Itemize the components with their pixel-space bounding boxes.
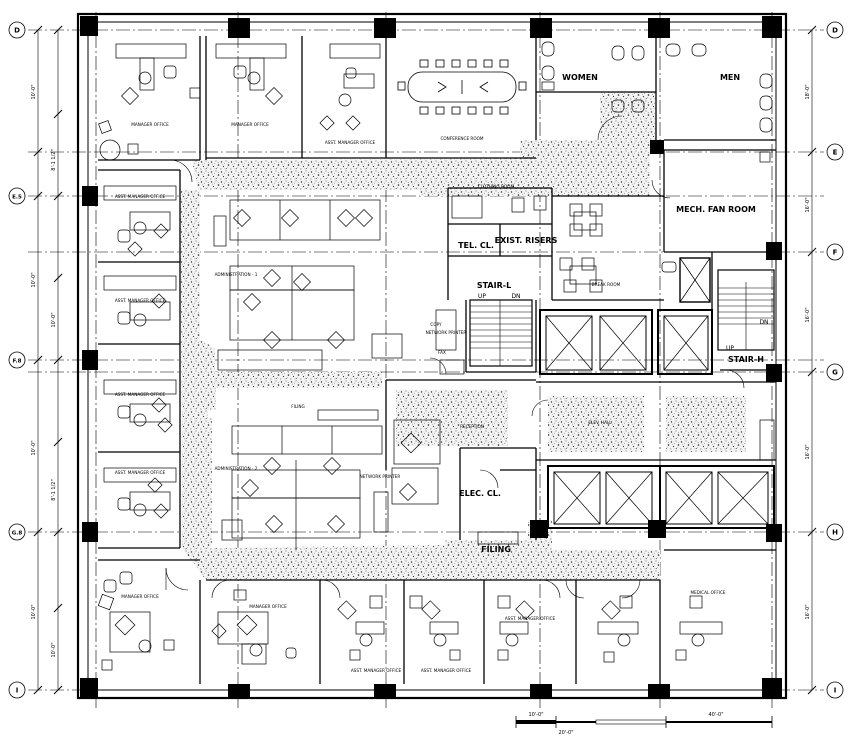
- grid-bubble: E: [826, 143, 844, 161]
- grid-bubble-label: I: [834, 687, 837, 695]
- small-label: MANAGER OFFICE: [121, 594, 159, 599]
- small-label: NETWORK PRINTER: [360, 474, 401, 479]
- small-label: BREAK ROOM: [592, 282, 621, 287]
- room-label-women: WOMEN: [562, 73, 598, 82]
- stair-l-dn-label: DN: [511, 293, 520, 300]
- dimension-label: 10'-0": [31, 84, 37, 99]
- grid-bubble-label: D: [14, 27, 20, 35]
- room-label-elec-cl: ELEC. CL.: [459, 489, 501, 498]
- grid-bubbles-right: D E F G H I: [826, 21, 844, 699]
- dimension-labels-left: 10'-0" 10'-0" 10'-0" 10'-0" 8'-1 1/2" 10…: [31, 84, 57, 657]
- dimension-label: 10'-0": [31, 604, 37, 619]
- small-label: ASST. MANAGER OFFICE: [115, 194, 166, 199]
- stair-l: [469, 299, 533, 367]
- grid-bubble: G.8: [8, 523, 26, 541]
- small-label: ASST. MANAGER OFFICE: [505, 616, 556, 621]
- room-label-tel-cl: TEL. CL.: [458, 241, 494, 250]
- grid-bubble-label: F.8: [13, 359, 22, 365]
- dimension-label: 10'-0": [51, 642, 57, 657]
- dimension-labels-right: 18'-0" 16'-0" 16'-0" 16'-0" 16'-0": [805, 84, 811, 619]
- grid-bubble: H: [826, 523, 844, 541]
- small-label: CLOTHING ROOM: [478, 184, 515, 189]
- small-label: CONFERENCE ROOM: [440, 136, 483, 141]
- stair-h-up-label: UP: [726, 345, 734, 352]
- small-label: ASST. MANAGER OFFICE: [115, 298, 166, 303]
- scale-label: 10'-0": [528, 712, 543, 718]
- corridor-terrazzo: [180, 92, 746, 580]
- dimension-strings: [33, 25, 817, 695]
- room-label-stair-h: STAIR-H: [728, 355, 764, 364]
- dimension-label: 8'-1 1/2": [51, 149, 57, 170]
- small-label: FAX: [438, 350, 446, 355]
- small-label: COPY: [430, 322, 442, 327]
- grid-bubble: G: [826, 363, 844, 381]
- door-swings: [165, 115, 745, 599]
- scale-bar: 10'-0" 20'-0" 40'-0": [515, 712, 773, 736]
- dimension-label: 16'-0": [805, 444, 811, 459]
- small-label: MANAGER OFFICE: [131, 122, 169, 127]
- room-labels: WOMEN MEN MECH. FAN ROOM TEL. CL. EXIST.…: [458, 73, 768, 554]
- grid-bubble-label: F: [833, 249, 838, 257]
- stair-l-up-label: UP: [478, 293, 486, 300]
- small-label: ADMINISTRATION - 1: [215, 272, 258, 277]
- dimension-label: 10'-0": [31, 440, 37, 455]
- small-label: ASST. MANAGER OFFICE: [351, 668, 402, 673]
- grid-bubble: I: [8, 681, 26, 699]
- dimension-label: 18'-0": [805, 84, 811, 99]
- dimension-label: 8'-1 1/2": [51, 479, 57, 500]
- grid-bubble-label: E.5: [12, 195, 22, 201]
- small-label: MEDICAL OFFICE: [690, 590, 725, 595]
- dimension-label: 10'-0": [51, 312, 57, 327]
- grid-bubble: D: [826, 21, 844, 39]
- grid-bubble-label: G: [832, 369, 838, 377]
- grid-bubbles-left: D E.5 F.8 G.8 I: [8, 21, 26, 699]
- dimension-label: 10'-0": [31, 272, 37, 287]
- small-label: ASST. MANAGER OFFICE: [325, 140, 376, 145]
- small-label: MANAGER OFFICE: [249, 604, 287, 609]
- grid-bubble: E.5: [8, 187, 26, 205]
- room-label-men: MEN: [720, 73, 740, 82]
- office-furniture: [97, 41, 775, 671]
- interior-walls: [98, 36, 776, 684]
- elevator-cars: [539, 257, 775, 529]
- grid-bubble-label: H: [832, 529, 838, 537]
- stair-h-dn-label: DN: [759, 319, 768, 326]
- grid-bubble-label: G.8: [12, 531, 23, 537]
- small-label: ASST. MANAGER OFFICE: [115, 392, 166, 397]
- grid-bubble: F.8: [8, 351, 26, 369]
- stair-h: [717, 269, 775, 351]
- small-label: FILING: [291, 404, 305, 409]
- grid-bubble-label: E: [833, 149, 838, 157]
- conference-table: [397, 59, 527, 115]
- small-label: ADMINISTRATION - 2: [215, 466, 258, 471]
- room-label-exist-risers: EXIST. RISERS: [495, 236, 558, 245]
- grid-bubble-label: I: [16, 687, 19, 695]
- small-label: NETWORK PRINTER: [426, 330, 467, 335]
- dimension-label: 16'-0": [805, 197, 811, 212]
- structural-columns: [80, 16, 782, 698]
- small-label: MANAGER OFFICE: [231, 122, 269, 127]
- dimension-label: 16'-0": [805, 604, 811, 619]
- grid-bubble: I: [826, 681, 844, 699]
- small-label: ASST. MANAGER OFFICE: [115, 470, 166, 475]
- room-label-stair-l: STAIR-L: [477, 281, 511, 290]
- small-label: ASST. MANAGER OFFICE: [421, 668, 472, 673]
- scale-label: 40'-0": [708, 712, 723, 718]
- small-label: RECEPTION: [460, 424, 484, 429]
- grid-bubble: F: [826, 243, 844, 261]
- room-label-filing: FILING: [481, 545, 511, 554]
- grid-bubble: D: [8, 21, 26, 39]
- dimension-label: 16'-0": [805, 307, 811, 322]
- small-label: ELEV. HALL: [588, 420, 612, 425]
- small-labels: MANAGER OFFICE MANAGER OFFICE ASST. MANA…: [115, 122, 726, 673]
- grid-bubble-label: D: [832, 27, 838, 35]
- room-label-mech-fan-room: MECH. FAN ROOM: [676, 205, 756, 214]
- scale-label: 20'-0": [558, 730, 573, 736]
